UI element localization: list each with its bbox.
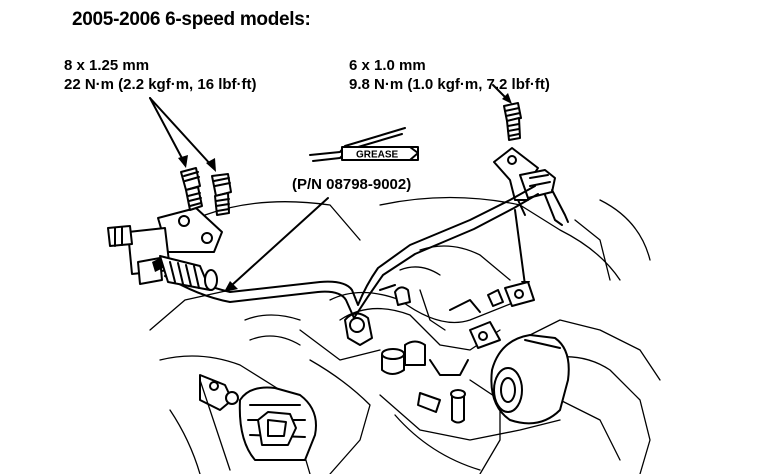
grease-tube: GREASE (309, 127, 419, 162)
clutch-master-cylinder (107, 207, 223, 291)
center-components (344, 284, 504, 424)
lower-right-fitting (504, 281, 535, 307)
left-bolt-size-label: 8 x 1.25 mm (64, 57, 150, 74)
right-bolt-torque-label: 9.8 N·m (1.0 kgf·m, 7.2 lbf·ft) (349, 76, 550, 93)
right-bolt-size-label: 6 x 1.0 mm (349, 57, 426, 74)
left-bolt-1 (180, 167, 203, 211)
grease-part-number: (P/N 08798-9002) (292, 176, 412, 193)
engine-bay-background (149, 196, 661, 474)
shift-boot (199, 374, 317, 461)
diagram-title: 2005-2006 6-speed models: (72, 9, 311, 30)
leader-lines (149, 84, 530, 292)
right-canister (490, 334, 570, 425)
left-bolt-2 (211, 173, 232, 216)
left-bolt-torque-label: 22 N·m (2.2 kgf·m, 16 lbf·ft) (64, 76, 257, 93)
right-mount-bracket (493, 147, 569, 226)
grease-tube-label: GREASE (356, 150, 399, 161)
right-bolt (503, 102, 522, 141)
left-bolts (180, 167, 232, 216)
